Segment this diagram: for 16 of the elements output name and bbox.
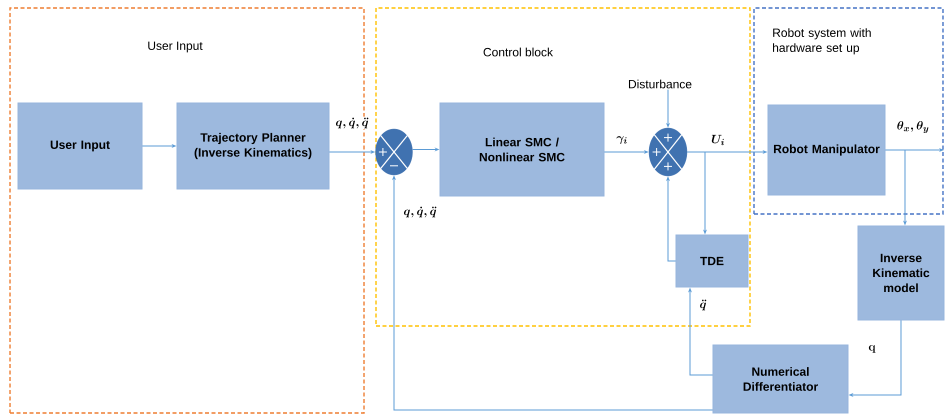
edge-label: $\ddot{q}$ [698,298,708,312]
edge-label: $q, \dot{q},\ddot{q}$ [402,206,438,218]
edge-label: $q, \dot{q},\ddot{q}$ [334,116,370,130]
summing-junction [375,128,413,176]
process-box: Trajectory Planner (Inverse Kinematics) [176,102,330,190]
process-box: Robot Manipulator [768,104,886,196]
process-box: Linear SMC / Nonlinear SMC [440,102,604,196]
edge-label: $U_i$ [710,134,726,146]
input-label: Disturbance [628,80,692,88]
process-box: TDE [676,234,748,288]
summing-junction [648,128,688,176]
process-box: Inverse Kinematic model [858,226,944,320]
edge-label: $\theta_x, \theta_y$ [896,120,930,134]
process-box: Numerical Differentiator [712,344,848,414]
process-box: User Input [18,102,143,190]
edge-label: $\gamma_i$ [615,135,629,145]
